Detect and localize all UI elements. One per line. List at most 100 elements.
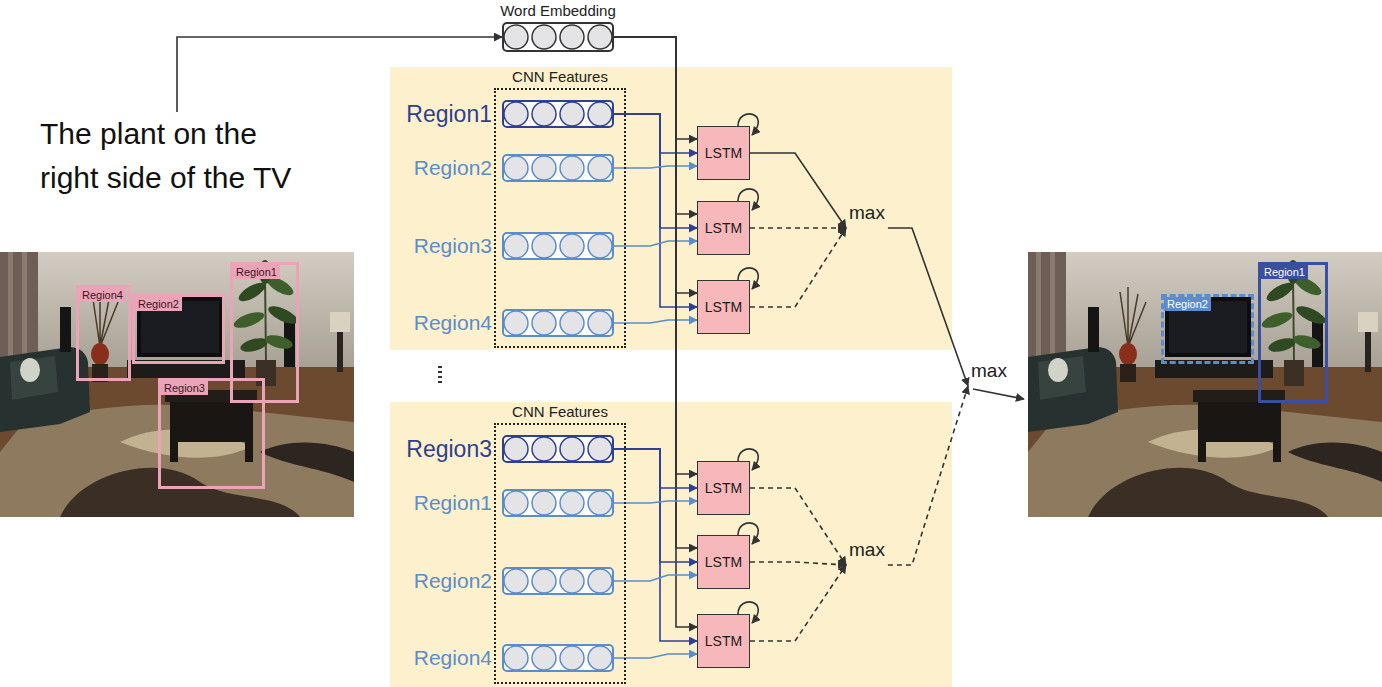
ellipsis-dot	[438, 371, 442, 373]
vector-outline	[503, 645, 613, 671]
node-text: Region3	[406, 435, 492, 463]
vector-outline	[503, 23, 613, 51]
vector-cell	[588, 311, 612, 335]
connector	[614, 37, 697, 293]
vector-cell	[560, 569, 584, 593]
node-text: max	[849, 202, 885, 224]
connector	[614, 654, 697, 658]
vector-outline	[503, 233, 613, 259]
feature-group: CNN FeaturesRegion3Region1Region2Region4	[494, 403, 626, 684]
vector-shape	[502, 154, 614, 182]
node-text: Region4	[414, 309, 492, 337]
embedding-vector: Word Embedding	[498, 2, 618, 52]
panel-band	[390, 402, 952, 687]
lstm-cell: LSTM	[697, 126, 750, 180]
connector	[614, 37, 697, 474]
vector-cell	[588, 646, 612, 670]
ellipsis-dot	[438, 381, 442, 383]
connector	[750, 565, 846, 641]
vector-cell	[532, 311, 556, 335]
vector-cell	[560, 491, 584, 515]
vector-cell	[532, 491, 556, 515]
node-text: max	[849, 539, 885, 561]
region-box: Region2	[1161, 294, 1254, 364]
lstm-cell: LSTM	[697, 535, 750, 589]
vector-cell	[504, 437, 528, 461]
region-box: Region2	[132, 294, 225, 364]
feature-vector: Region1	[414, 489, 614, 517]
vector-cell	[560, 234, 584, 258]
vector-cell	[532, 646, 556, 670]
query-sentence: The plant on the right side of the TV	[40, 112, 310, 200]
vector-outline	[503, 101, 613, 127]
max-node: max	[846, 539, 888, 565]
connector	[614, 241, 697, 246]
vector-shape	[502, 567, 614, 595]
vector-cell	[560, 25, 584, 49]
vector-cell	[504, 646, 528, 670]
vector-cell	[504, 25, 528, 49]
ellipsis-dot	[438, 376, 442, 378]
region-box: Region4	[76, 285, 131, 381]
vector-cell	[560, 646, 584, 670]
vector-cell	[560, 437, 584, 461]
ellipsis-dot	[438, 366, 442, 368]
vector-cell	[532, 234, 556, 258]
vector-shape	[502, 644, 614, 672]
lstm-cell: LSTM	[697, 614, 750, 668]
connector	[614, 449, 697, 641]
node-text: Region4	[414, 644, 492, 672]
node-text: Word Embedding	[500, 2, 616, 20]
connector	[177, 37, 502, 112]
node-text: LSTM	[705, 145, 742, 162]
vector-outline	[503, 436, 613, 462]
feature-vector: Region3	[406, 435, 614, 463]
feature-vector: Region3	[414, 232, 614, 260]
vector-cell	[504, 102, 528, 126]
connector	[888, 228, 968, 386]
max-node: max	[846, 202, 888, 228]
vector-cell	[532, 156, 556, 180]
connector	[750, 227, 846, 229]
vector-shape	[502, 232, 614, 260]
connector	[614, 114, 697, 153]
vector-shape	[502, 22, 614, 52]
node-text: Region4	[79, 288, 126, 302]
node-text: CNN Features	[512, 68, 608, 86]
connector	[614, 166, 697, 168]
vector-cell	[588, 437, 612, 461]
vector-cell	[532, 25, 556, 49]
connector	[614, 501, 697, 503]
node-text: Region1	[233, 265, 280, 279]
node-text: LSTM	[705, 220, 742, 237]
feature-vector: Region1	[406, 100, 614, 128]
node-text: Region3	[414, 232, 492, 260]
vector-outline	[503, 490, 613, 516]
feature-vector: Region4	[414, 644, 614, 672]
connector	[614, 575, 697, 581]
vector-cell	[504, 234, 528, 258]
node-text: Region2	[414, 567, 492, 595]
feature-vector: Region4	[414, 309, 614, 337]
connector	[750, 228, 846, 307]
vector-cell	[588, 156, 612, 180]
region-box: Region1	[1258, 262, 1328, 403]
node-text: LSTM	[705, 633, 742, 650]
feature-group: CNN FeaturesRegion1Region2Region3Region4	[494, 68, 626, 348]
vector-cell	[532, 569, 556, 593]
vector-cell	[560, 156, 584, 180]
vector-cell	[588, 234, 612, 258]
region-box: Region3	[158, 378, 265, 489]
vector-cell	[588, 25, 612, 49]
vector-cell	[560, 102, 584, 126]
vector-outline	[503, 155, 613, 181]
node-text: Region1	[414, 489, 492, 517]
vector-cell	[504, 156, 528, 180]
connector	[614, 37, 697, 548]
vector-cell	[588, 491, 612, 515]
node-text: LSTM	[705, 299, 742, 316]
